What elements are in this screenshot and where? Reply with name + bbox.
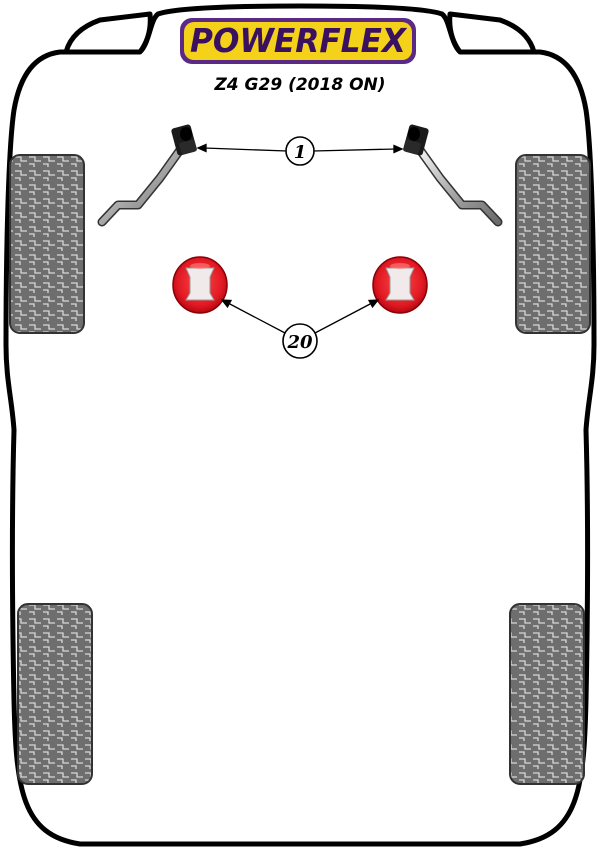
car-body-outline — [3, 3, 597, 847]
callout-1-leaders — [196, 143, 404, 154]
svg-text:POWERFLEX: POWERFLEX — [190, 21, 407, 60]
svg-text:1: 1 — [294, 142, 307, 163]
callout-20: 20 — [282, 323, 318, 359]
subframe-mount-left — [172, 256, 228, 314]
model-title: Z4 G29 (2018 ON) — [213, 75, 385, 95]
anti-roll-bar-bush-left — [171, 124, 197, 156]
tyre-rear-left — [17, 603, 93, 785]
tyre-front-right — [515, 154, 591, 334]
anti-roll-bar-right — [415, 145, 503, 227]
powerflex-logo: POWERFLEX — [180, 18, 416, 64]
callout-1: 1 — [285, 136, 315, 166]
tyre-rear-right — [509, 603, 585, 785]
anti-roll-bar-left — [97, 145, 185, 227]
tyre-front-left — [9, 154, 85, 334]
subframe-mount-right — [372, 256, 428, 314]
anti-roll-bar-bush-right — [403, 124, 429, 156]
svg-text:20: 20 — [286, 332, 313, 353]
callout-20-leaders — [220, 299, 380, 334]
